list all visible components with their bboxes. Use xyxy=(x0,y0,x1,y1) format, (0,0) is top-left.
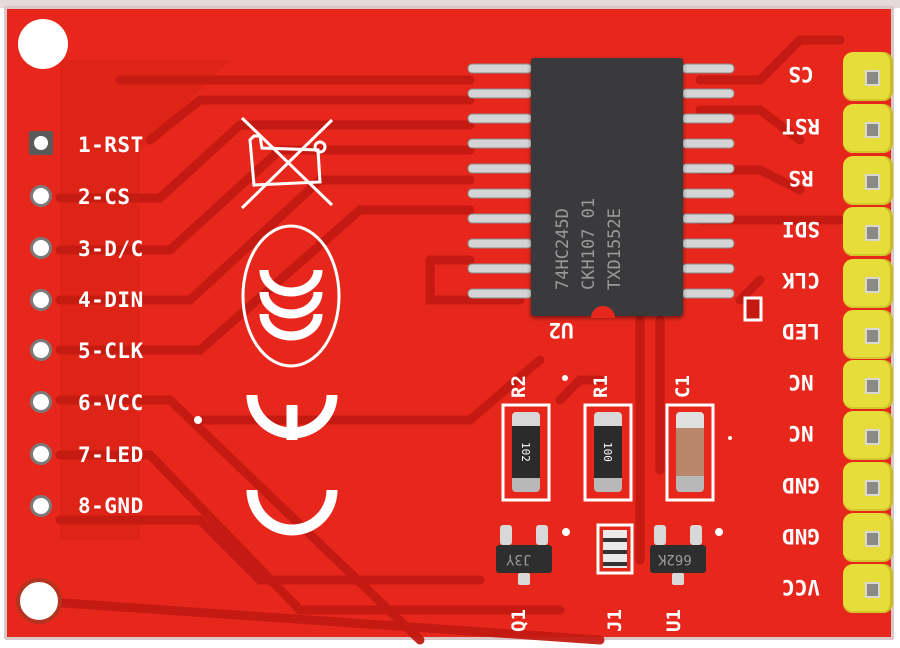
left-pin-label: 3-D/C xyxy=(78,237,144,261)
header-label: VCC xyxy=(782,575,820,599)
header-pin-11 xyxy=(843,564,893,613)
header-pin-7 xyxy=(843,360,893,409)
header-pin-4 xyxy=(843,207,893,256)
ic-74hc245: 74HC245D CKH107 01 TXD1552E xyxy=(531,58,683,318)
mounting-hole-bottom-left xyxy=(16,578,62,624)
header-label: CLK xyxy=(782,268,820,292)
weee-crossed-bin-icon xyxy=(240,116,334,210)
header-label: GND xyxy=(782,473,820,497)
ref-j1: J1 xyxy=(604,609,626,632)
resistor-r1: 100 xyxy=(594,412,622,492)
board-top-edge xyxy=(0,0,900,8)
left-pin-label: 4-DIN xyxy=(78,288,144,312)
pin-pad-3 xyxy=(30,237,52,259)
ref-u1: U1 xyxy=(663,609,685,632)
header-label: NC xyxy=(788,370,814,394)
header-pin-8 xyxy=(843,411,893,460)
jumper-j1 xyxy=(603,530,627,568)
header-pin-10 xyxy=(843,513,893,562)
pin-pad-7 xyxy=(30,443,52,465)
header-label: CS xyxy=(788,62,814,86)
resistor-r2: 102 xyxy=(512,412,540,492)
pin-pad-4 xyxy=(30,289,52,311)
ce-mark xyxy=(246,394,338,536)
header-label: GND xyxy=(782,524,820,548)
header-label: RS xyxy=(788,166,814,190)
left-pin-label: 8-GND xyxy=(78,494,144,518)
ref-r2: R2 xyxy=(508,375,530,398)
pin-pad-6 xyxy=(30,391,52,413)
header-pin-5 xyxy=(843,259,893,308)
pin-pad-1 xyxy=(29,131,53,155)
header-label: LED xyxy=(782,319,820,343)
regulator-u1: 662K xyxy=(650,545,706,573)
header-pin-6 xyxy=(843,310,893,359)
left-pin-label: 2-CS xyxy=(78,185,131,209)
ref-q1: Q1 xyxy=(508,609,530,632)
pin-pad-5 xyxy=(30,339,52,361)
header-pin-2 xyxy=(843,104,893,153)
rohs-logo xyxy=(241,224,341,368)
transistor-q1: J3Y xyxy=(496,545,552,573)
ref-r1: R1 xyxy=(590,375,612,398)
left-pin-label: 7-LED xyxy=(78,443,144,467)
ref-c1: C1 xyxy=(672,375,694,398)
header-label: SDI xyxy=(782,217,820,241)
left-pin-label: 1-RST xyxy=(78,133,144,157)
left-pin-label: 6-VCC xyxy=(78,391,144,415)
mounting-hole-top-left xyxy=(18,19,68,69)
left-pin-label: 5-CLK xyxy=(78,339,144,363)
header-pin-3 xyxy=(843,156,893,205)
capacitor-c1 xyxy=(676,412,704,492)
header-pin-1 xyxy=(843,52,893,101)
pin-pad-8 xyxy=(30,495,52,517)
header-label: RST xyxy=(782,114,820,138)
header-pin-9 xyxy=(843,462,893,511)
pin-pad-2 xyxy=(30,185,52,207)
header-label: NC xyxy=(788,421,814,445)
